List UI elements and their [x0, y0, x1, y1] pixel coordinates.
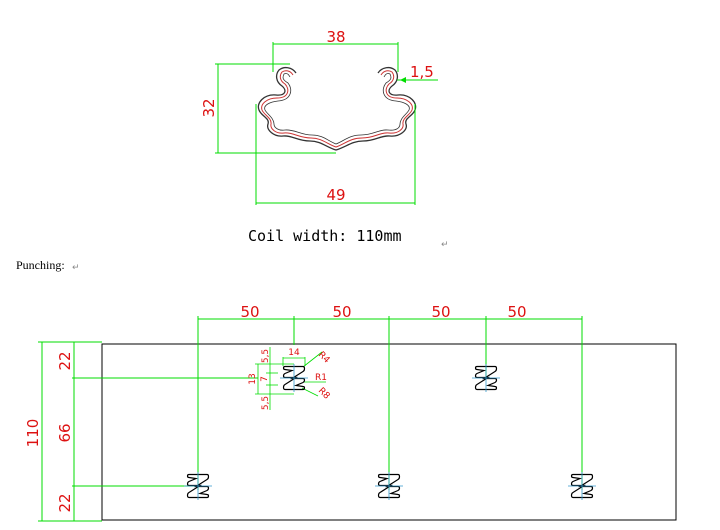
coil-width-text: Coil width: 110mm — [248, 227, 402, 245]
dim-thickness: 1,5 — [410, 63, 434, 81]
detail-r4: R4 — [316, 350, 332, 366]
spacing-label-1: 50 — [240, 303, 259, 321]
detail-h13: 13 — [248, 373, 258, 384]
profile-inner-line — [261, 70, 413, 148]
vdim-bottom: 22 — [56, 493, 74, 512]
spacing-label-2: 50 — [332, 303, 351, 321]
detail-w14: 14 — [288, 348, 300, 358]
detail-r8: R8 — [316, 386, 332, 402]
detail-h7: 7 — [260, 376, 270, 382]
spacing-label-3: 50 — [431, 303, 450, 321]
punch-hole-5 — [567, 471, 597, 501]
vdim-middle: 66 — [56, 423, 74, 442]
vdim-total: 110 — [24, 419, 42, 448]
punch-hole-4 — [374, 471, 404, 501]
punch-hole-3 — [183, 471, 213, 501]
detail-bottom-55: 5,5 — [261, 396, 271, 410]
profile-third-line — [264, 73, 410, 145]
dim-height: 32 — [200, 98, 218, 117]
detail-r1: R1 — [315, 373, 327, 383]
profile-section: 38 1,5 32 49 — [200, 28, 438, 205]
profile-outer-line — [257, 66, 417, 151]
punch-hole-1 — [279, 363, 309, 393]
vdim-top: 22 — [56, 351, 74, 370]
return-mark-1: ↵ — [441, 240, 449, 250]
spacing-label-4: 50 — [507, 303, 526, 321]
return-mark-2: ↵ — [72, 263, 80, 273]
dim-top-width: 38 — [326, 28, 345, 46]
punch-hole-2 — [471, 363, 501, 393]
dim-bottom-width: 49 — [326, 186, 345, 204]
punching-label: Punching: — [16, 258, 65, 272]
punching-strip: 50 50 50 50 22 66 22 110 5,5 14 13 7 5,5… — [24, 303, 677, 522]
detail-top-55: 5,5 — [261, 349, 271, 363]
